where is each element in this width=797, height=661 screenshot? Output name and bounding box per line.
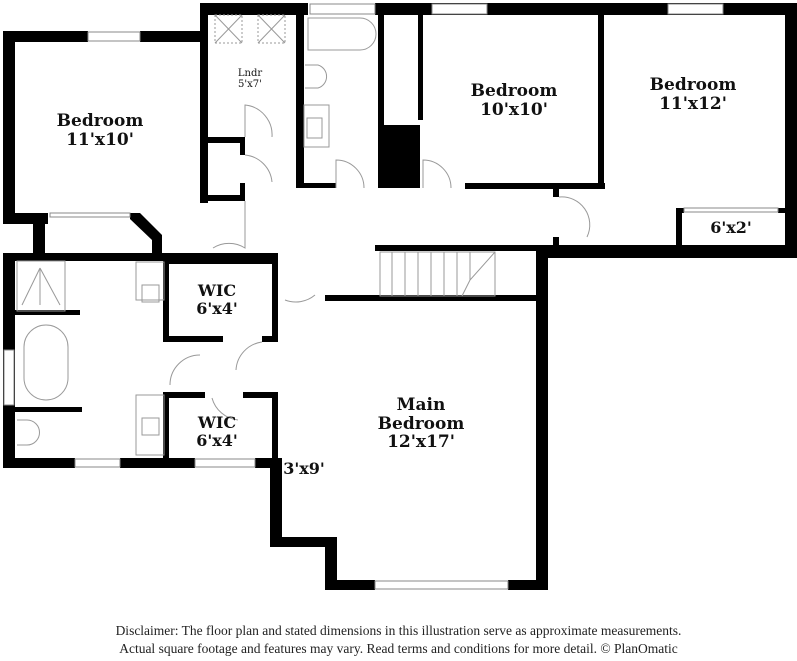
room-dimensions: 11'x10': [66, 129, 134, 150]
room-dimensions: 5'x7': [238, 79, 262, 90]
room-dimensions: 11'x12': [659, 93, 727, 114]
room-dimensions: 6'x2': [710, 218, 752, 237]
disclaimer-line-1: Disclaimer: The floor plan and stated di…: [115, 623, 682, 638]
room-label-main-bedroom: Main Bedroom 12'x17': [378, 396, 465, 452]
room-label-wic-2: WIC 6'x4': [196, 414, 238, 449]
room-name: WIC: [197, 413, 237, 432]
staircase: [379, 251, 496, 297]
room-label-laundry: Lndr 5'x7': [238, 68, 262, 90]
room-label-bedroom-2: Bedroom 10'x10': [471, 82, 558, 119]
fixtures: [16, 14, 591, 456]
room-name: Lndr: [237, 68, 263, 79]
room-dimensions: 10'x10': [480, 99, 548, 120]
room-name-line2: Bedroom: [377, 413, 465, 434]
disclaimer: Disclaimer: The floor plan and stated di…: [0, 622, 797, 658]
room-name: WIC: [197, 281, 237, 300]
windows: [3, 3, 779, 590]
floor-plan: [3, 3, 797, 590]
room-name-line1: Main: [396, 395, 446, 415]
room-name: Bedroom: [470, 81, 558, 101]
room-dimensions: 6'x4': [196, 298, 238, 318]
room-label-bedroom-1: Bedroom 11'x10': [57, 112, 144, 149]
room-dimensions: 6'x4': [196, 430, 238, 450]
room-label-wic-1: WIC 6'x4': [196, 282, 238, 317]
room-label-bedroom-3: Bedroom 11'x12': [650, 76, 737, 113]
room-label-closet: 6'x2': [710, 219, 752, 237]
room-name: Bedroom: [649, 75, 737, 95]
room-name: Bedroom: [56, 111, 144, 131]
room-dimensions: 3'x9': [283, 459, 325, 478]
room-label-alcove: 3'x9': [283, 460, 325, 478]
disclaimer-line-2: Actual square footage and features may v…: [119, 641, 678, 656]
room-dimensions: 12'x17': [387, 432, 455, 453]
